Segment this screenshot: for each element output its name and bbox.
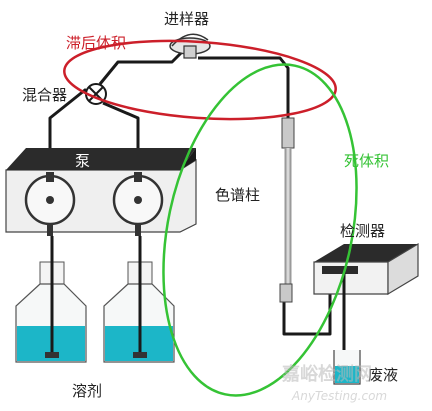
dead-volume-ellipse <box>162 63 358 397</box>
watermark: 嘉峪检测网 AnyTesting.com <box>281 363 387 403</box>
lag-volume-ellipse <box>63 39 337 121</box>
detector-box <box>313 242 419 296</box>
pump-label: 泵 <box>75 152 90 170</box>
dead-volume-label: 死体积 <box>344 152 389 170</box>
tube-injector-to-column <box>198 56 290 118</box>
solvent-label: 溶剂 <box>72 382 102 400</box>
solvent-bottle-right <box>103 236 175 363</box>
injector-label: 进样器 <box>164 10 209 28</box>
chromatography-column <box>279 117 295 303</box>
pump-top <box>6 148 196 170</box>
tube-right-pump-to-mixer <box>102 101 140 150</box>
solvent-bottle-left <box>15 236 87 363</box>
column-label: 色谱柱 <box>215 186 260 204</box>
lag-volume-label: 滞后体积 <box>66 34 126 52</box>
tube-column-to-detector <box>282 272 332 336</box>
watermark-cn: 嘉峪检测网 <box>281 363 372 385</box>
waste-beaker <box>333 350 361 385</box>
pump-unit <box>5 148 197 236</box>
mixer-label: 混合器 <box>22 86 67 104</box>
injector-valve <box>169 33 211 59</box>
watermark-en: AnyTesting.com <box>291 389 387 403</box>
waste-label: 废液 <box>368 366 398 384</box>
detector-label: 检测器 <box>340 222 385 240</box>
tube-mixer-to-injector <box>98 50 184 85</box>
